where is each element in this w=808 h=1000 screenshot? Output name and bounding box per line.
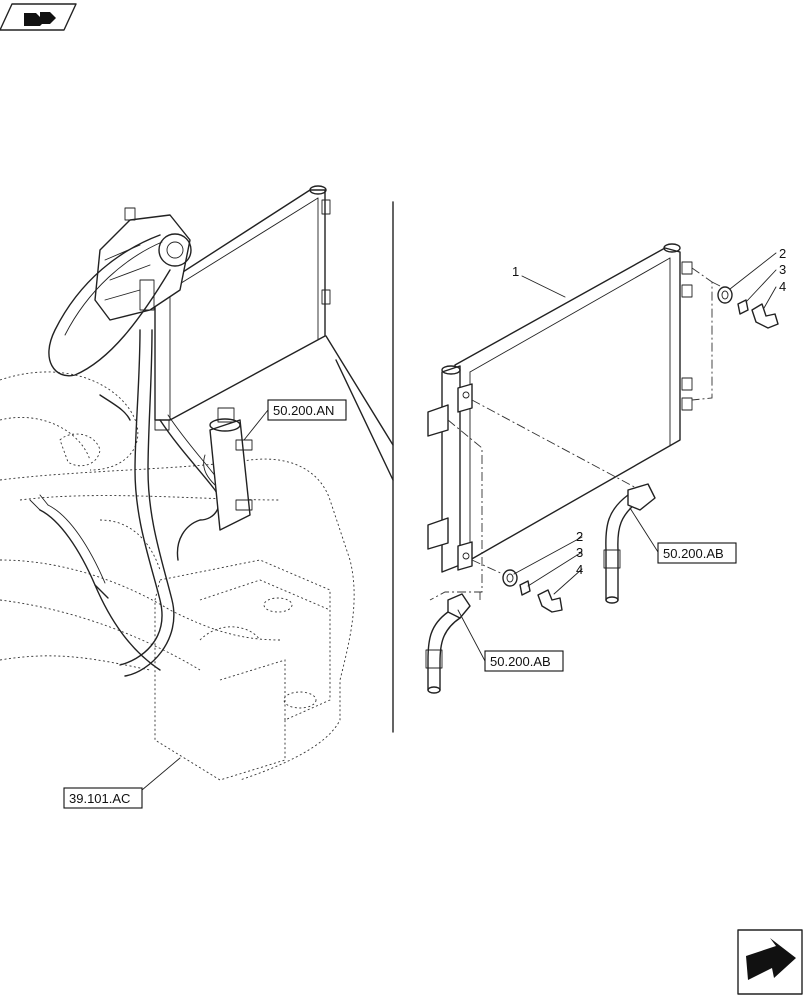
reference-box-50-200-an[interactable]: 50.200.AN bbox=[267, 399, 347, 421]
pipe-bottom bbox=[425, 593, 471, 694]
detail-leader bbox=[325, 335, 394, 446]
callout-item-4-top: 4 bbox=[779, 279, 786, 294]
reference-box-50-200-ab-top[interactable]: 50.200.AB bbox=[657, 542, 737, 564]
callout-item-1: 1 bbox=[512, 264, 519, 279]
next-page-arrow-icon[interactable] bbox=[737, 929, 803, 995]
reference-box-50-200-ab-bottom[interactable]: 50.200.AB bbox=[484, 650, 564, 672]
callout-item-2-bottom: 2 bbox=[576, 529, 583, 544]
detail-leader bbox=[335, 359, 394, 481]
view-direction-icon bbox=[0, 3, 77, 31]
hardware-top bbox=[717, 286, 779, 329]
explode-lines bbox=[429, 267, 729, 601]
hardware-bottom bbox=[502, 569, 563, 613]
reference-label: 39.101.AC bbox=[69, 791, 130, 806]
reference-label: 50.200.AB bbox=[663, 546, 724, 561]
pipe-right bbox=[603, 483, 656, 604]
callout-item-4-bottom: 4 bbox=[576, 562, 583, 577]
reference-label: 50.200.AN bbox=[273, 403, 334, 418]
callout-item-3-top: 3 bbox=[779, 262, 786, 277]
reference-label: 50.200.AB bbox=[490, 654, 551, 669]
condenser-exploded bbox=[427, 243, 693, 573]
installed-view bbox=[0, 185, 355, 781]
callout-item-3-bottom: 3 bbox=[576, 545, 583, 560]
callout-item-2-top: 2 bbox=[779, 246, 786, 261]
reference-box-39-101-ac[interactable]: 39.101.AC bbox=[63, 787, 143, 809]
callout-leaders bbox=[141, 252, 777, 791]
